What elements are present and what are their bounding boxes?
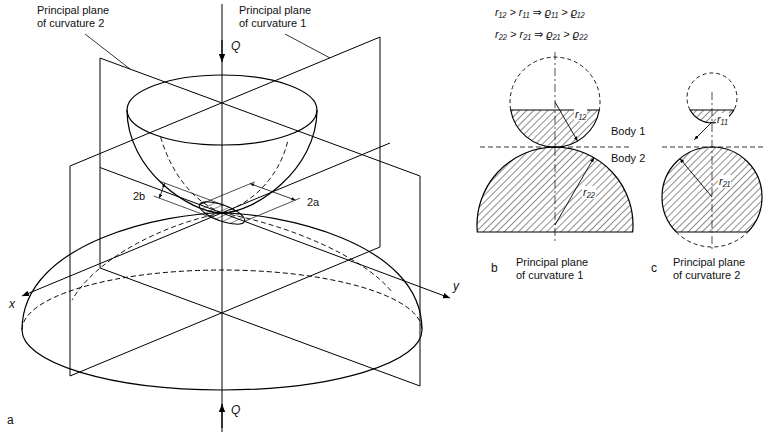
plane-label: Principal plane of curvature 2 [36, 4, 118, 30]
view-caption: Principal plane of curvature 1 [515, 256, 597, 282]
load-arrow [221, 404, 222, 428]
contact-ellipse [197, 197, 248, 228]
dimension-line [250, 184, 295, 200]
dimension-label: 2a [306, 196, 320, 209]
extension-line [199, 182, 254, 205]
curvature-relation: r₂₂ > r₂₁ ⇒ ϱ₂₁ > ϱ₂₂ [494, 28, 589, 41]
body-label: Body 2 [610, 152, 646, 165]
radius-label: r₂₁ [718, 175, 731, 188]
section-curve [72, 213, 222, 300]
figure-letter: b [490, 262, 499, 275]
radius-line [694, 122, 712, 140]
principal-plane [100, 58, 420, 386]
view-caption: Principal plane of curvature 2 [672, 256, 754, 282]
principal-plane [70, 37, 380, 376]
extension-line [159, 181, 225, 206]
curvature-circle [676, 232, 747, 247]
figure-letter: a [6, 414, 15, 427]
dimension-label: 2b [132, 190, 146, 203]
radius-line [680, 159, 712, 197]
extension-line [245, 198, 300, 221]
axis-label: x [8, 298, 16, 311]
load-arrow [221, 40, 222, 62]
section-curve [222, 140, 288, 213]
radius-label: r₁₁ [716, 113, 729, 126]
axis-label: y [452, 280, 460, 293]
curvature-relation: r₁₂ > r₁₁ ⇒ ϱ₁₁ > ϱ₁₂ [494, 6, 586, 19]
tangent-plane [662, 147, 766, 148]
y-axis [100, 168, 450, 299]
tangent-plane [480, 147, 632, 148]
x-axis [22, 143, 390, 296]
body-section [662, 147, 762, 232]
figure-letter: c [650, 262, 658, 275]
plane-label: Principal plane of curvature 1 [238, 4, 320, 30]
force-label: Q [230, 40, 241, 53]
radius-label: r₁₂ [574, 108, 587, 121]
section-curve [222, 213, 392, 292]
curvature-circle [687, 73, 737, 110]
radius-label: r₂₂ [582, 186, 596, 199]
leader-line [85, 34, 130, 69]
dimension-line [159, 183, 164, 198]
force-label: Q [230, 404, 241, 417]
leader-line [285, 34, 330, 58]
body-label: Body 1 [610, 125, 646, 138]
